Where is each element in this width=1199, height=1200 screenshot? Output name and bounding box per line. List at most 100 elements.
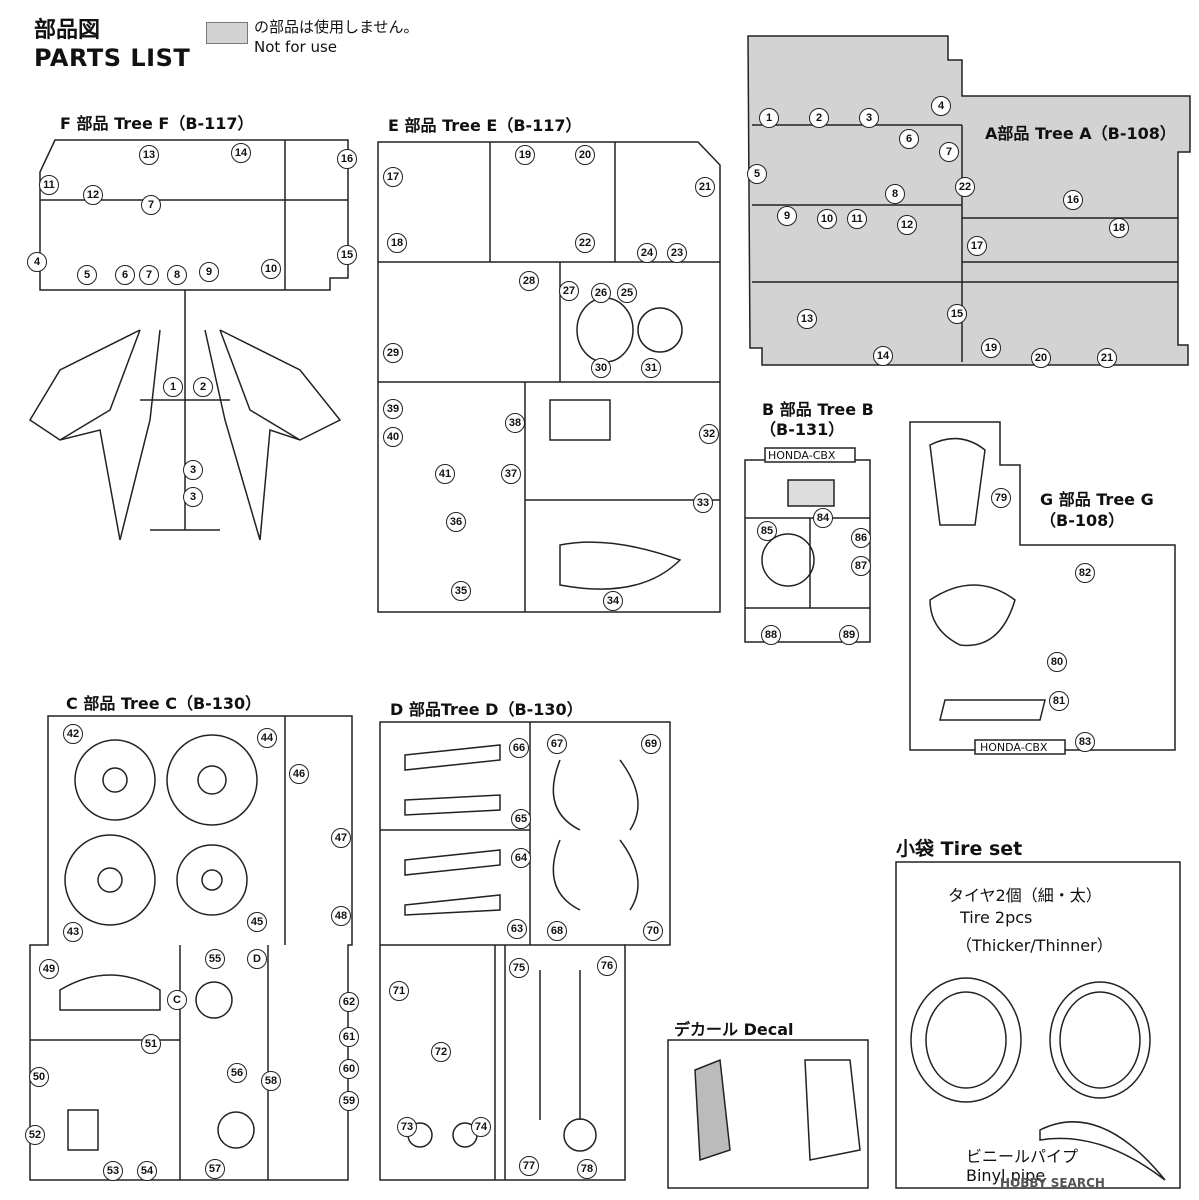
part-number-badge: 49	[39, 959, 59, 979]
part-number-badge: 19	[981, 338, 1001, 358]
part-number-badge: 47	[331, 828, 351, 848]
part-number-badge: 2	[809, 108, 829, 128]
tree-e-label: E 部品 Tree E（B-117）	[388, 116, 582, 135]
tire-set-box	[895, 861, 1181, 1189]
part-number-badge: 21	[695, 177, 715, 197]
part-number-badge: 1	[759, 108, 779, 128]
tree-g-stamp: HONDA-CBX	[980, 741, 1048, 754]
part-number-badge: 77	[519, 1156, 539, 1176]
part-number-badge: 78	[577, 1159, 597, 1179]
tree-g-code: （B-108）	[1040, 511, 1125, 530]
part-number-badge: 50	[29, 1067, 49, 1087]
part-number-badge: 52	[25, 1125, 45, 1145]
tree-e-frame	[377, 141, 721, 613]
part-number-badge: C	[167, 990, 187, 1010]
legend-text-jp: の部品は使用しません。	[254, 18, 419, 36]
unused-parts-swatch	[206, 22, 248, 44]
part-number-badge: 10	[817, 209, 837, 229]
part-number-badge: 12	[83, 185, 103, 205]
part-number-badge: 15	[947, 304, 967, 324]
part-number-badge: 83	[1075, 732, 1095, 752]
watermark: HOBBY SEARCH	[1000, 1176, 1105, 1190]
part-number-badge: 8	[167, 265, 187, 285]
part-number-badge: 81	[1049, 691, 1069, 711]
page-title-jp: 部品図	[34, 18, 101, 43]
part-number-badge: 6	[115, 265, 135, 285]
tree-g-label: G 部品 Tree G	[1040, 490, 1154, 509]
part-number-badge: 22	[955, 177, 975, 197]
part-number-badge: 61	[339, 1027, 359, 1047]
part-number-badge: 3	[183, 460, 203, 480]
part-number-badge: 6	[899, 129, 919, 149]
part-number-badge: 1	[163, 377, 183, 397]
part-number-badge: 88	[761, 625, 781, 645]
part-number-badge: 9	[777, 206, 797, 226]
part-number-badge: 2	[193, 377, 213, 397]
vinyl-pipe-en: Binyl pipe	[966, 1166, 1046, 1185]
part-number-badge: 24	[637, 243, 657, 263]
part-number-badge: 82	[1075, 563, 1095, 583]
part-number-badge: 21	[1097, 348, 1117, 368]
tree-b-frame	[744, 447, 871, 643]
part-number-badge: D	[247, 949, 267, 969]
tire-set-jp: タイヤ2個（細・太）	[948, 886, 1102, 905]
part-number-badge: 38	[505, 413, 525, 433]
part-number-badge: 30	[591, 358, 611, 378]
part-number-badge: 70	[643, 921, 663, 941]
part-number-badge: 7	[139, 265, 159, 285]
part-number-badge: 87	[851, 556, 871, 576]
part-number-badge: 39	[383, 399, 403, 419]
part-number-badge: 80	[1047, 652, 1067, 672]
part-number-badge: 20	[575, 145, 595, 165]
part-number-badge: 85	[757, 521, 777, 541]
part-number-badge: 25	[617, 283, 637, 303]
part-number-badge: 34	[603, 591, 623, 611]
part-number-badge: 40	[383, 427, 403, 447]
part-number-badge: 11	[847, 209, 867, 229]
part-number-badge: 86	[851, 528, 871, 548]
part-number-badge: 69	[641, 734, 661, 754]
part-number-badge: 84	[813, 508, 833, 528]
part-number-badge: 19	[515, 145, 535, 165]
part-number-badge: 14	[231, 143, 251, 163]
part-number-badge: 13	[139, 145, 159, 165]
tree-f-frame	[28, 139, 349, 541]
part-number-badge: 36	[446, 512, 466, 532]
decal-label: デカール Decal	[674, 1020, 794, 1039]
part-number-badge: 26	[591, 283, 611, 303]
part-number-badge: 67	[547, 734, 567, 754]
tire-set-en-sizes: （Thicker/Thinner）	[956, 936, 1113, 955]
part-number-badge: 7	[939, 142, 959, 162]
part-number-badge: 79	[991, 488, 1011, 508]
part-number-badge: 17	[383, 167, 403, 187]
part-number-badge: 48	[331, 906, 351, 926]
part-number-badge: 7	[141, 195, 161, 215]
part-number-badge: 15	[337, 245, 357, 265]
part-number-badge: 3	[859, 108, 879, 128]
tree-b-label: B 部品 Tree B	[762, 400, 874, 419]
part-number-badge: 32	[699, 424, 719, 444]
part-number-badge: 29	[383, 343, 403, 363]
decal-sheet	[667, 1039, 869, 1189]
part-number-badge: 18	[387, 233, 407, 253]
part-number-badge: 35	[451, 581, 471, 601]
part-number-badge: 41	[435, 464, 455, 484]
part-number-badge: 16	[337, 149, 357, 169]
part-number-badge: 76	[597, 956, 617, 976]
page-title-en: PARTS LIST	[34, 44, 191, 72]
tree-b-stamp: HONDA-CBX	[768, 449, 836, 462]
part-number-badge: 66	[509, 738, 529, 758]
part-number-badge: 64	[511, 848, 531, 868]
tree-d-label: D 部品Tree D（B-130）	[390, 700, 583, 719]
part-number-badge: 20	[1031, 348, 1051, 368]
part-number-badge: 13	[797, 309, 817, 329]
part-number-badge: 18	[1109, 218, 1129, 238]
tire-set-en: Tire 2pcs	[960, 908, 1033, 927]
vinyl-pipe-jp: ビニールパイプ	[966, 1147, 1079, 1166]
part-number-badge: 54	[137, 1161, 157, 1181]
part-number-badge: 23	[667, 243, 687, 263]
part-number-badge: 16	[1063, 190, 1083, 210]
part-number-badge: 27	[559, 281, 579, 301]
part-number-badge: 51	[141, 1034, 161, 1054]
part-number-badge: 74	[471, 1117, 491, 1137]
